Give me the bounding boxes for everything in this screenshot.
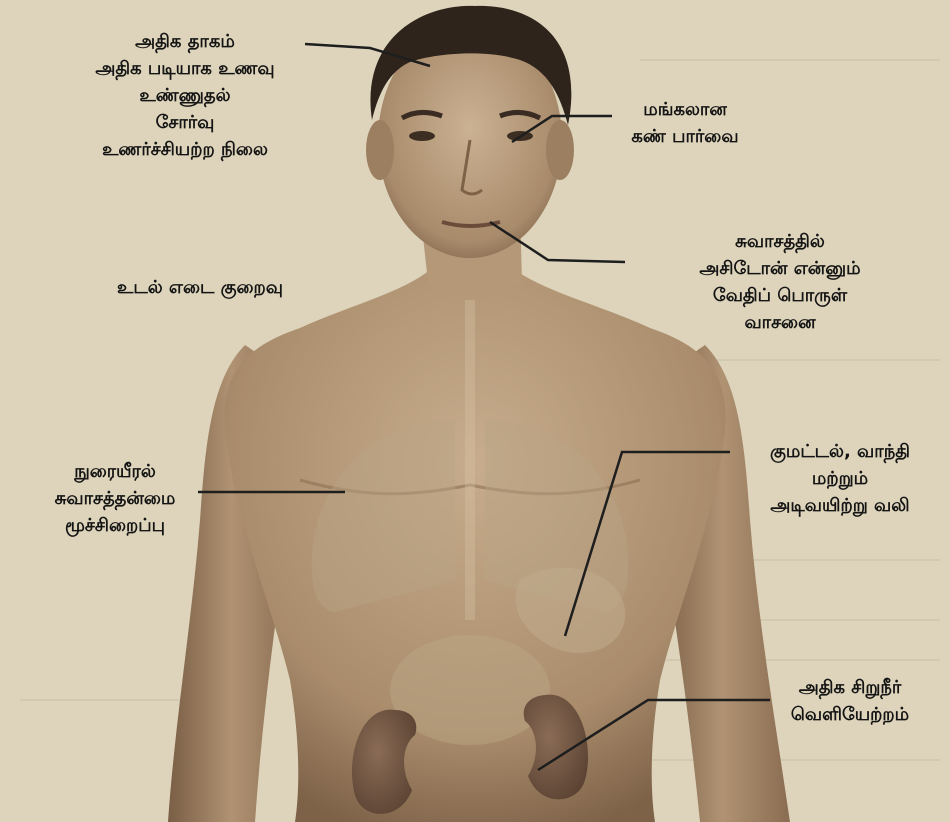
label-weight-loss: உடல் எடை குறைவு bbox=[60, 274, 340, 301]
label-breath-4: வாசனை bbox=[660, 309, 900, 336]
left-eye bbox=[409, 131, 435, 141]
label-urination-1: அதிக சிறுநீர் bbox=[760, 674, 940, 701]
label-vision-sight: கண் பார்வை bbox=[610, 123, 760, 150]
label-nausea-3: அடிவயிற்று வலி bbox=[730, 492, 950, 519]
label-nausea-group: குமட்டல், வாந்தி மற்றும் அடிவயிற்று வலி bbox=[730, 438, 950, 519]
label-lungs-group: நுரையீரல் சுவாசத்தன்மை மூச்சிறைப்பு bbox=[20, 458, 210, 539]
label-fatigue: சோர்வு bbox=[60, 109, 310, 136]
label-vision-group: மங்கலான கண் பார்வை bbox=[610, 96, 760, 150]
label-urination-2: வெளியேற்றம் bbox=[760, 701, 940, 728]
label-nausea-1: குமட்டல், வாந்தி bbox=[730, 438, 950, 465]
label-breath-group: சுவாசத்தில் அசிடோன் என்னும் வேதிப் பொருள… bbox=[660, 228, 900, 336]
label-lungs-3: மூச்சிறைப்பு bbox=[20, 512, 210, 539]
label-eating: உண்ணுதல் bbox=[60, 82, 310, 109]
label-vision-blurred: மங்கலான bbox=[610, 96, 760, 123]
left-ear bbox=[366, 120, 394, 180]
label-urination-group: அதிக சிறுநீர் வெளியேற்றம் bbox=[760, 674, 940, 728]
label-overeating: அதிக படியாக உணவு bbox=[60, 55, 310, 82]
label-thirst: அதிக தாகம் bbox=[60, 28, 310, 55]
label-breath-2: அசிடோன் என்னும் bbox=[660, 255, 900, 282]
right-ear bbox=[546, 120, 574, 180]
label-breath-3: வேதிப் பொருள் bbox=[660, 282, 900, 309]
label-breath-1: சுவாசத்தில் bbox=[660, 228, 900, 255]
label-thirst-group: அதிக தாகம் அதிக படியாக உணவு உண்ணுதல் சோர… bbox=[60, 28, 310, 163]
label-numbness: உணர்ச்சியற்ற நிலை bbox=[60, 136, 310, 163]
label-nausea-2: மற்றும் bbox=[730, 465, 950, 492]
label-lungs-2: சுவாசத்தன்மை bbox=[20, 485, 210, 512]
label-lungs-1: நுரையீரல் bbox=[20, 458, 210, 485]
